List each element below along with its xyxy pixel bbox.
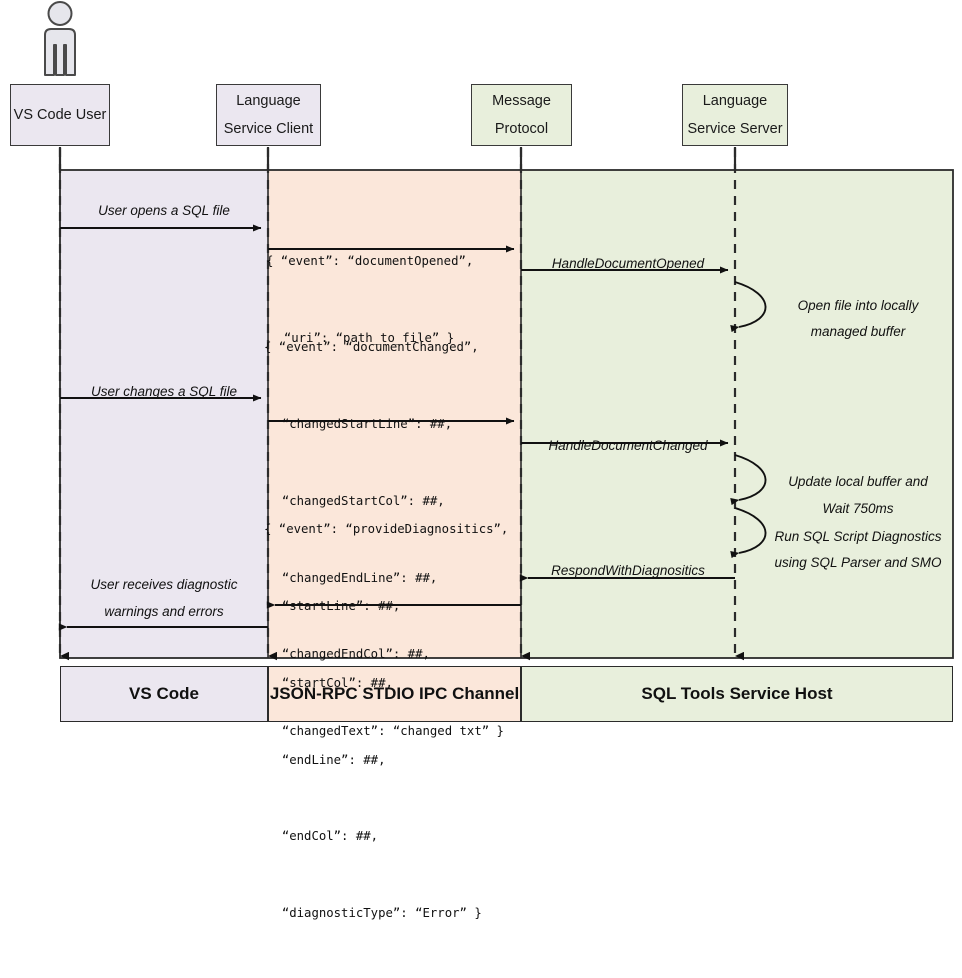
label-open-file-line1: Open file into locally	[797, 298, 919, 313]
label-update-buffer-line1: Update local buffer and	[788, 474, 928, 489]
diagram-vector-layer	[44, 1, 954, 661]
sequence-diagram-canvas: VS Code User Language Service Client Mes…	[10, 1, 954, 920]
label-handle-document-opened: HandleDocumentOpened	[551, 256, 705, 271]
person-icon	[44, 1, 76, 76]
participant-language-service-client[interactable]: Language Service Client	[216, 84, 321, 146]
participant-label-line1: Language	[236, 92, 301, 109]
participant-vs-code-user[interactable]: VS Code User	[10, 84, 110, 146]
payload-line: { “event”: “documentChanged”,	[264, 340, 479, 355]
participant-message-protocol[interactable]: Message Protocol	[471, 84, 572, 146]
footer-region-sql-tools-service-host[interactable]: SQL Tools Service Host	[521, 666, 953, 722]
payload-line: “startLine”: ##,	[281, 598, 401, 613]
band-service-host	[521, 170, 953, 658]
payload-line: “uri”: “path_to_file” }	[283, 330, 455, 345]
lifeline-stubs	[58, 147, 737, 170]
footer-region-vs-code[interactable]: VS Code	[60, 666, 268, 722]
band-vscode	[60, 170, 268, 658]
label-user-receives-line1: User receives diagnostic	[90, 577, 238, 592]
label-update-buffer-line2: Wait 750ms	[822, 501, 894, 516]
footer-region-ipc-channel[interactable]: JSON-RPC STDIO IPC Channel	[268, 666, 521, 722]
payload-line: “changedStartCol”: ##,	[281, 493, 445, 508]
footer-region-label: JSON-RPC STDIO IPC Channel	[269, 684, 520, 703]
participant-label-line1: Language	[702, 92, 768, 109]
loop-open-file	[730, 281, 767, 333]
payload-line: “startCol”: ##,	[281, 675, 393, 690]
label-user-opens: User opens a SQL file	[98, 203, 230, 218]
message-arrows	[58, 224, 735, 631]
label-respond-with-diagnostics: RespondWithDiagnositics	[551, 563, 705, 578]
footer-region-label: VS Code	[129, 684, 199, 703]
payload-line: “diagnosticType”: “Error” }	[281, 906, 482, 921]
footer-region-label: SQL Tools Service Host	[641, 684, 833, 703]
participant-label-line2: Protocol	[494, 121, 549, 137]
participant-label-line2: Service Server	[687, 121, 783, 137]
payload-line: { “event”: “documentOpened”,	[266, 254, 474, 269]
payload-line: “endCol”: ##,	[281, 829, 379, 844]
payload-line: “changedStartLine”: ##,	[281, 416, 453, 431]
label-open-file-line2: managed buffer	[810, 324, 906, 339]
label-run-diagnostics-line1: Run SQL Script Diagnostics	[774, 529, 942, 544]
self-call-loops	[730, 281, 767, 559]
label-user-receives-line2: warnings and errors	[104, 604, 224, 619]
label-handle-document-changed: HandleDocumentChanged	[548, 438, 708, 453]
band-ipc-channel	[268, 170, 521, 658]
participant-language-service-server[interactable]: Language Service Server	[682, 84, 788, 146]
lifelines	[58, 148, 744, 661]
label-user-changes: User changes a SQL file	[90, 384, 238, 399]
participant-label-line1: Message	[492, 92, 551, 109]
payload-document-opened: { “event”: “documentOpened”, “uri”: “pat…	[266, 198, 473, 403]
payload-provide-diagnostics: { “event”: “provideDiagnositics”, “start…	[264, 466, 508, 978]
participant-label-line1: VS Code User	[13, 106, 107, 123]
payload-line: { “event”: “provideDiagnositics”,	[264, 522, 509, 537]
payload-line: “changedEndLine”: ##,	[281, 570, 438, 585]
loop-update-buffer	[730, 454, 767, 506]
label-run-diagnostics-line2: using SQL Parser and SMO	[774, 555, 942, 570]
payload-line: “changedEndCol”: ##,	[281, 647, 430, 662]
participant-label-line2: Service Client	[223, 121, 314, 137]
payload-line: “endLine”: ##,	[281, 752, 386, 767]
loop-run-diagnostics	[730, 507, 767, 559]
